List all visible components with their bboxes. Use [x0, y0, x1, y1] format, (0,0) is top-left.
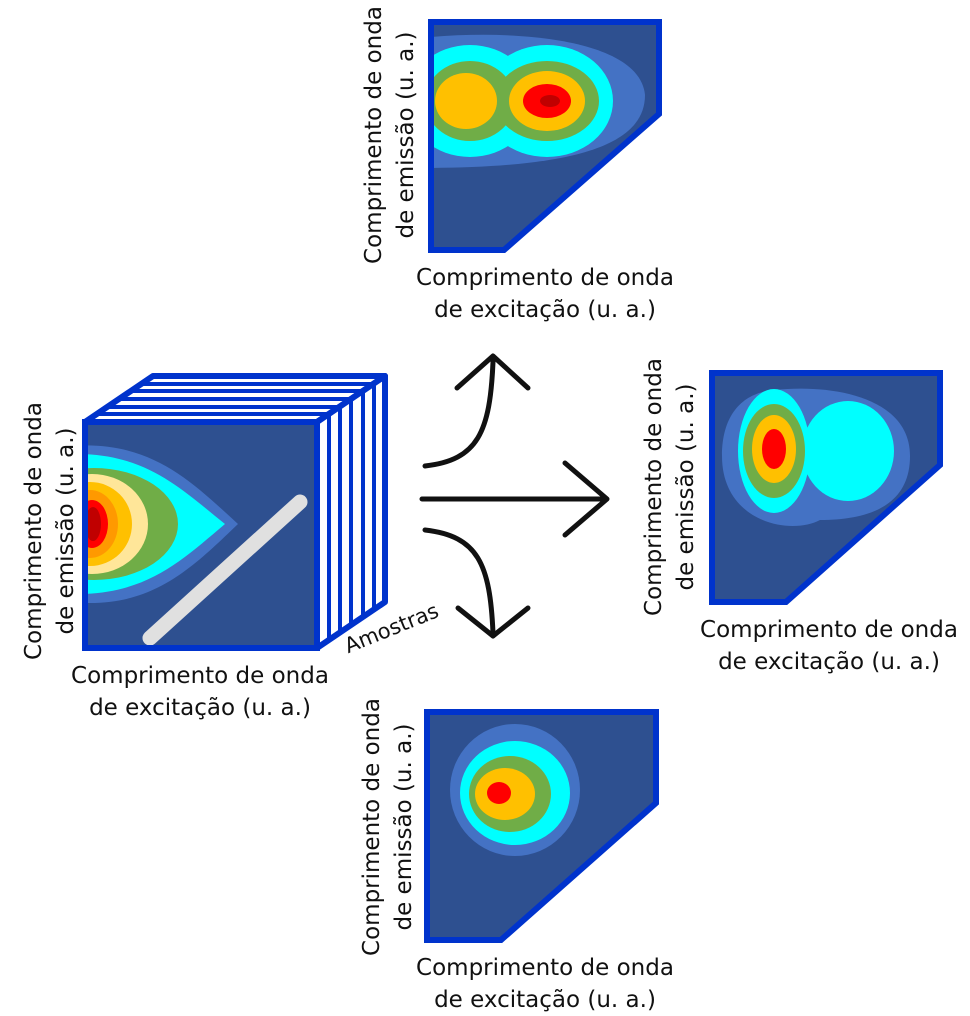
top-contour-level-4a — [435, 73, 497, 129]
bottom-ylabel-line1: Comprimento de onda — [359, 698, 385, 956]
cube-xlabel-line2: de excitação (u. a.) — [89, 695, 311, 721]
top-xlabel-line1: Comprimento de onda — [416, 265, 674, 291]
scatter-band — [142, 494, 308, 646]
cube-ylabel-line1: Comprimento de onda — [21, 402, 47, 660]
sample-cube — [82, 373, 388, 651]
right-ylabel-line2: de emissão (u. a.) — [673, 383, 699, 591]
component-panel-right — [709, 370, 943, 605]
right-contour-level-2a — [802, 401, 894, 501]
bottom-xlabel-line1: Comprimento de onda — [416, 955, 674, 981]
top-emission-axis-label: Comprimento de onda de emissão (u. a.) — [358, 5, 422, 265]
top-contour-level-6 — [540, 95, 560, 107]
bottom-emission-axis-label: Comprimento de onda de emissão (u. a.) — [356, 697, 420, 957]
top-ylabel-line1: Comprimento de onda — [361, 6, 387, 264]
right-xlabel-line2: de excitação (u. a.) — [718, 649, 940, 675]
cube-top-slices — [97, 382, 374, 416]
bottom-xlabel-line2: de excitação (u. a.) — [434, 987, 656, 1013]
top-excitation-axis-label: Comprimento de onda de excitação (u. a.) — [395, 262, 695, 326]
top-ylabel-line2: de emissão (u. a.) — [393, 31, 419, 239]
top-xlabel-line2: de excitação (u. a.) — [434, 297, 656, 323]
right-contour-level-5 — [762, 429, 786, 469]
contour-level-8 — [85, 507, 101, 541]
bottom-excitation-axis-label: Comprimento de onda de excitação (u. a.) — [395, 952, 695, 1016]
cube-excitation-axis-label: Comprimento de onda de excitação (u. a.) — [50, 660, 350, 724]
cube-emission-axis-label: Comprimento de onda de emissão (u. a.) — [18, 401, 82, 661]
component-panel-bottom — [424, 709, 659, 943]
cube-side-slices — [327, 384, 376, 640]
right-xlabel-line1: Comprimento de onda — [700, 617, 958, 643]
bottom-contour-level-5 — [487, 782, 511, 804]
cube-ylabel-line2: de emissão (u. a.) — [53, 427, 79, 635]
cube-xlabel-line1: Comprimento de onda — [71, 663, 329, 689]
arrow-down — [422, 527, 531, 639]
arrow-right — [419, 460, 610, 538]
arrow-up — [422, 353, 531, 469]
cube-eem-contours — [85, 445, 308, 646]
right-ylabel-line1: Comprimento de onda — [641, 358, 667, 616]
bottom-ylabel-line2: de emissão (u. a.) — [391, 723, 417, 931]
decomposition-arrows — [419, 353, 610, 639]
component-panel-top — [428, 19, 662, 253]
right-excitation-axis-label: Comprimento de onda de excitação (u. a.) — [684, 614, 970, 678]
right-emission-axis-label: Comprimento de onda de emissão (u. a.) — [638, 357, 702, 617]
